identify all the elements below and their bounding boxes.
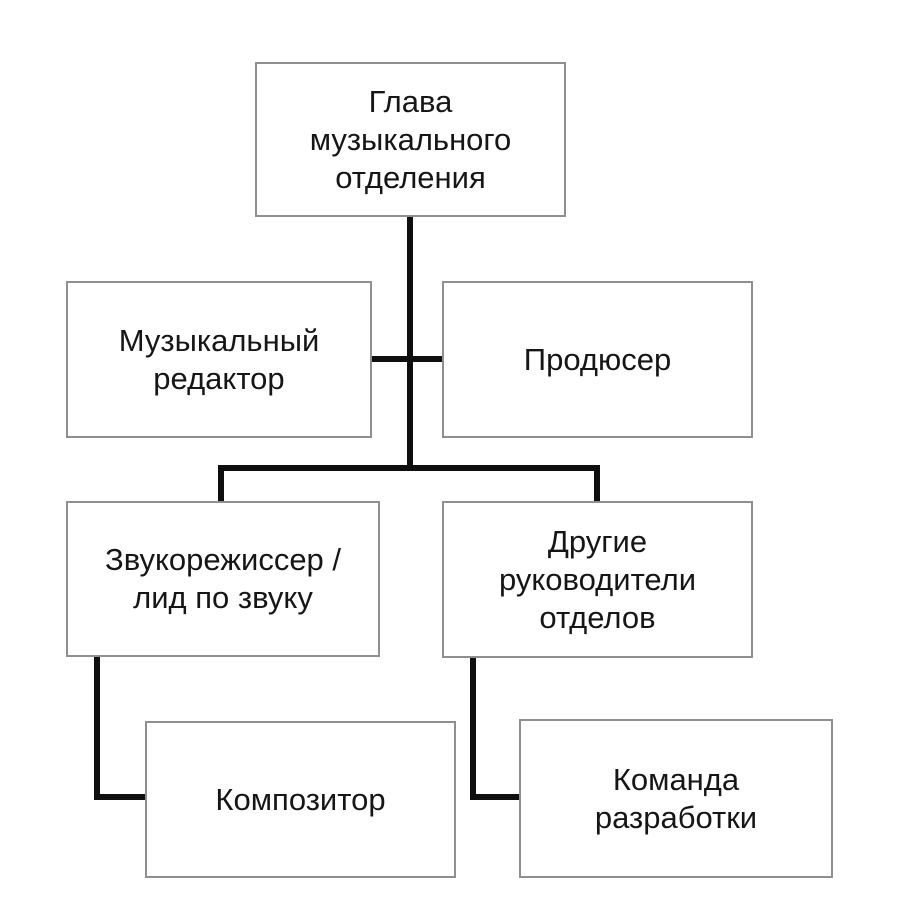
connector-others-stub-vertical	[594, 465, 600, 504]
connector-distributor-horizontal	[218, 465, 600, 471]
connector-composer-elbow-horizontal	[94, 794, 147, 800]
node-development-team: Команда разработки	[519, 719, 833, 878]
node-head-of-music-department: Глава музыкального отделения	[255, 62, 566, 217]
connector-devteam-elbow-vertical	[470, 656, 476, 800]
connector-editor-producer-horizontal	[371, 356, 443, 362]
connector-composer-elbow-vertical	[94, 655, 100, 800]
node-other-department-heads: Другие руководители отделов	[442, 501, 753, 658]
connector-sound-stub-vertical	[218, 465, 224, 504]
node-sound-engineer-audio-lead: Звукорежиссер / лид по звуку	[66, 501, 380, 657]
connector-head-trunk-vertical	[407, 215, 413, 471]
node-composer: Композитор	[145, 721, 456, 878]
node-music-editor: Музыкальный редактор	[66, 281, 372, 438]
node-producer: Продюсер	[442, 281, 753, 438]
connector-devteam-elbow-horizontal	[470, 794, 521, 800]
